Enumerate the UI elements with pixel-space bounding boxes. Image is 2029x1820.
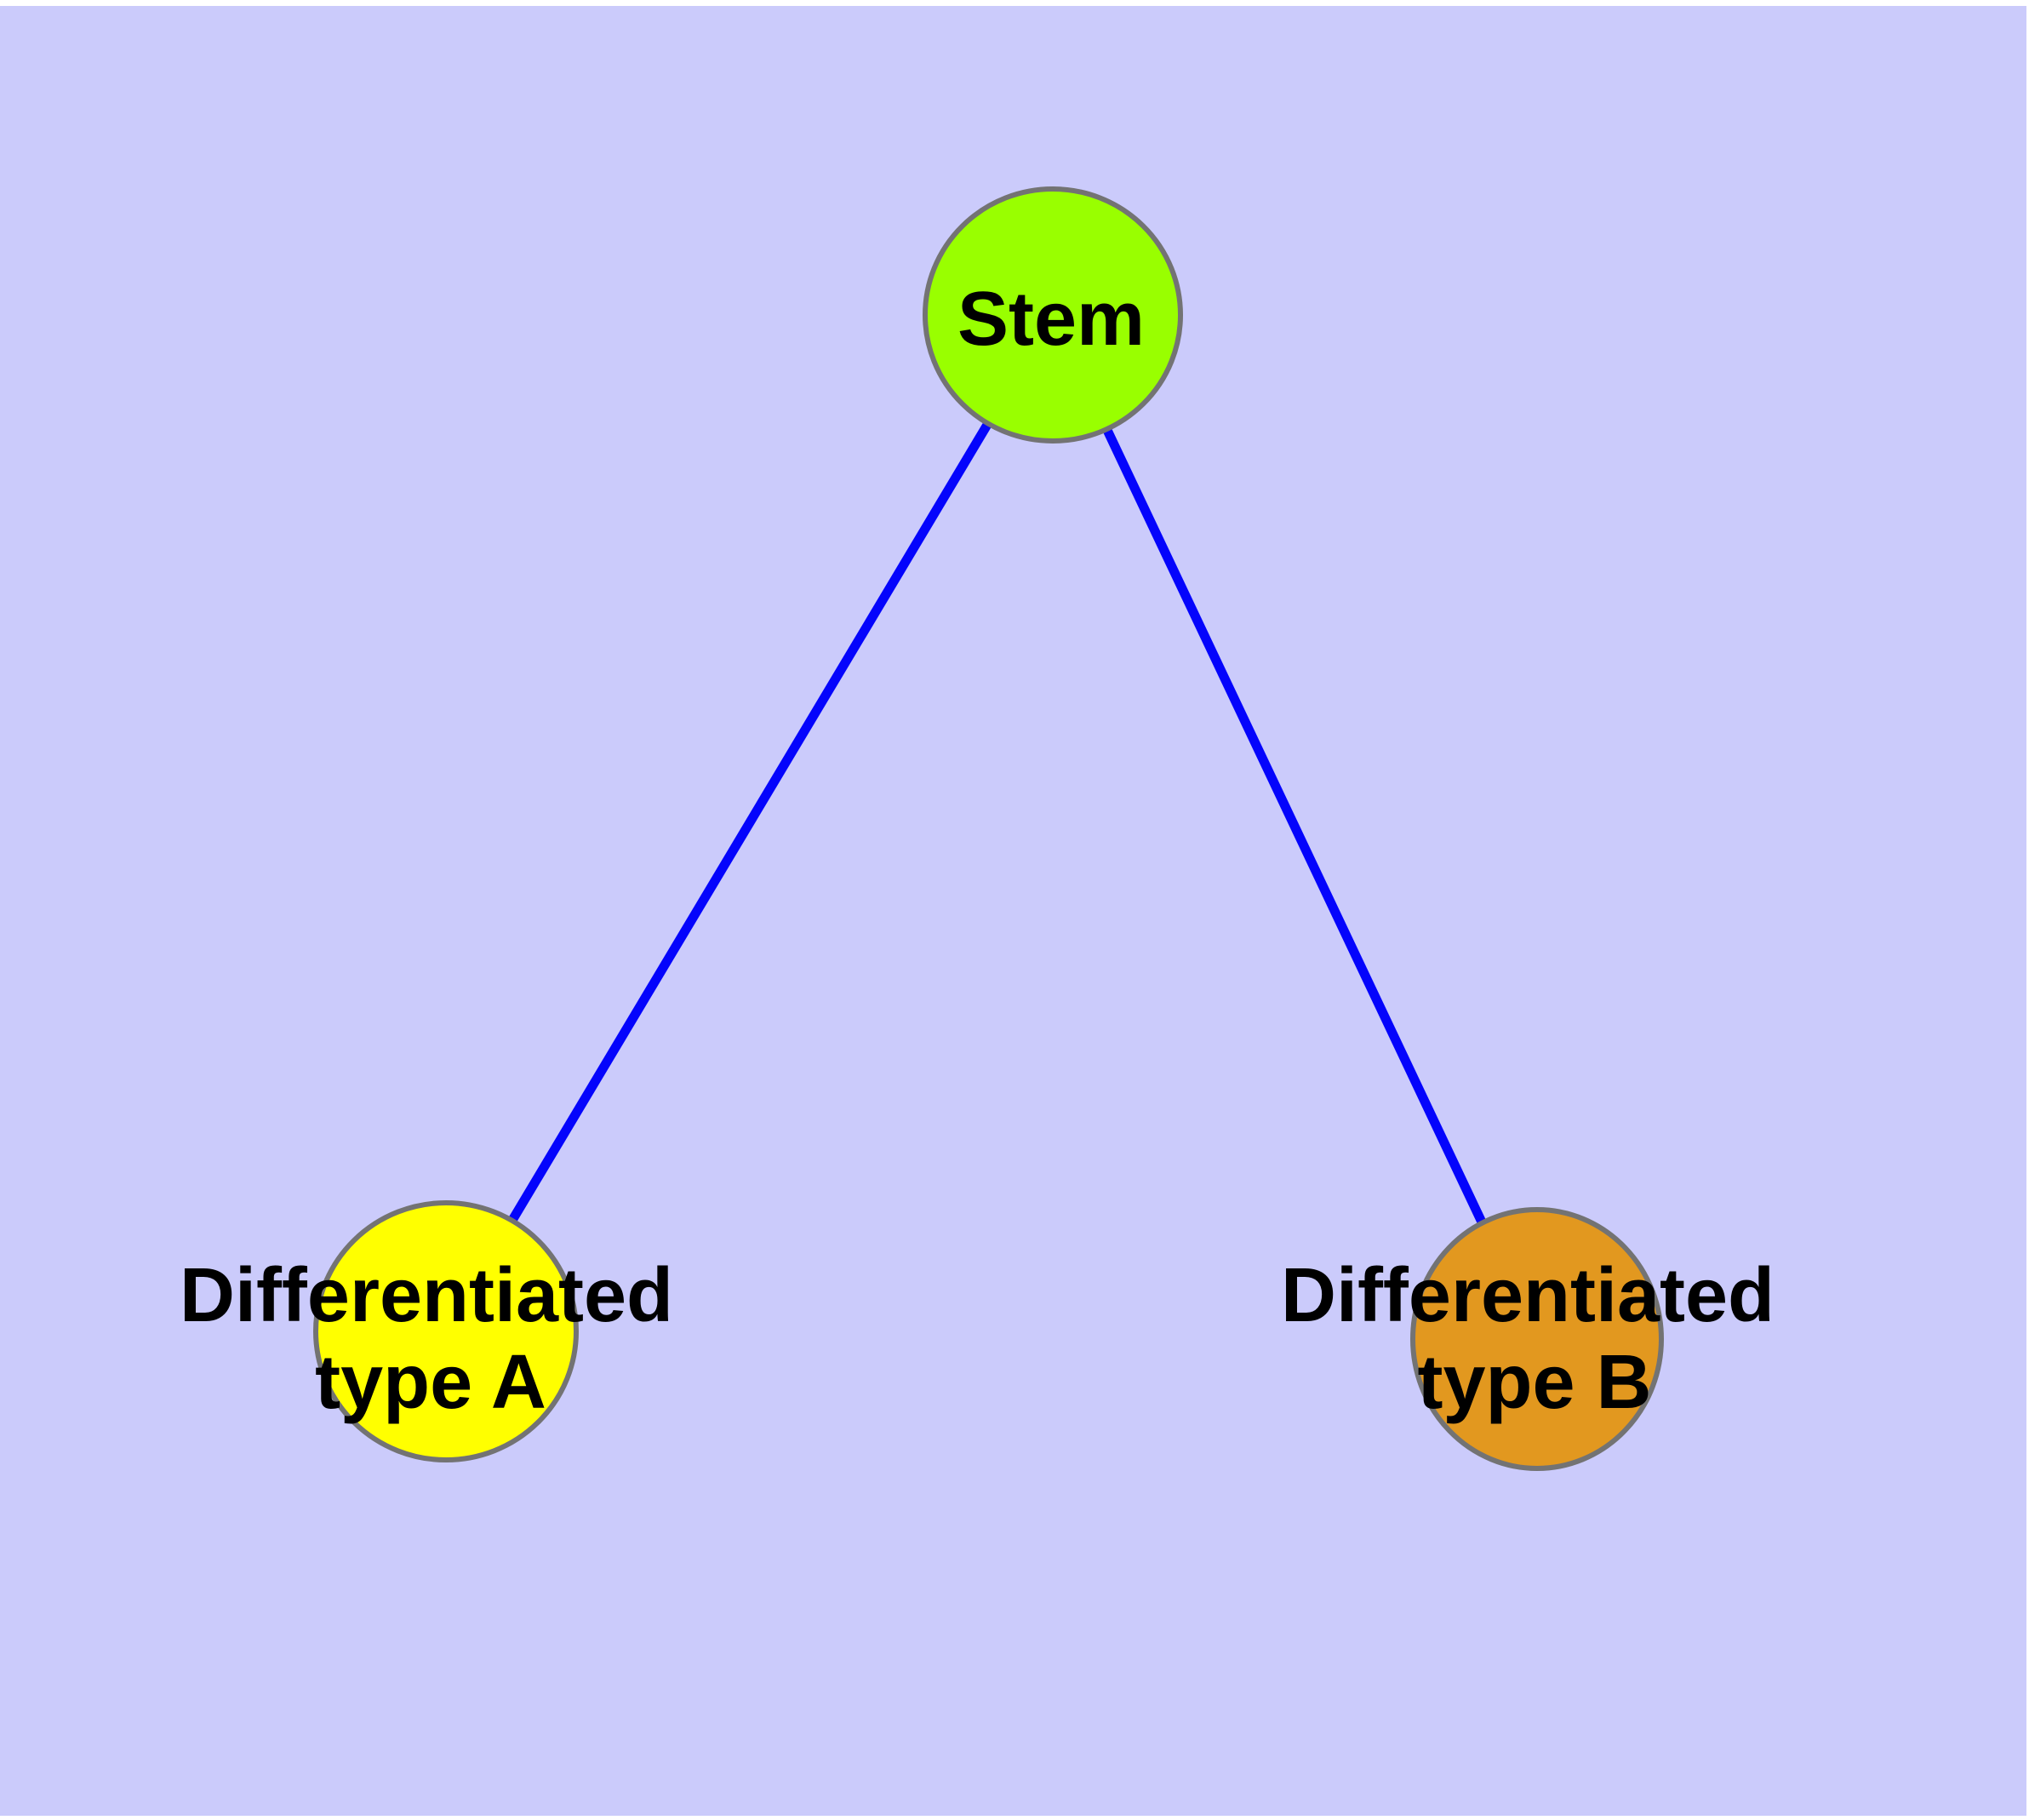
node-type-a-label-line-2: type A <box>315 1340 546 1425</box>
node-stem-label: Stem <box>957 277 1145 362</box>
node-differentiated-type-b <box>1410 1207 1664 1471</box>
node-type-b-label-line-1: Differentiated <box>1281 1253 1775 1338</box>
node-differentiated-type-a <box>313 1200 579 1462</box>
node-type-b-label-line-2: type B <box>1417 1340 1651 1425</box>
node-stem <box>923 186 1183 444</box>
edge-stem-to-type-b <box>1049 312 1541 1342</box>
node-type-a-label-line-1: Differentiated <box>180 1253 673 1338</box>
edge-stem-to-type-a <box>442 312 1057 1334</box>
